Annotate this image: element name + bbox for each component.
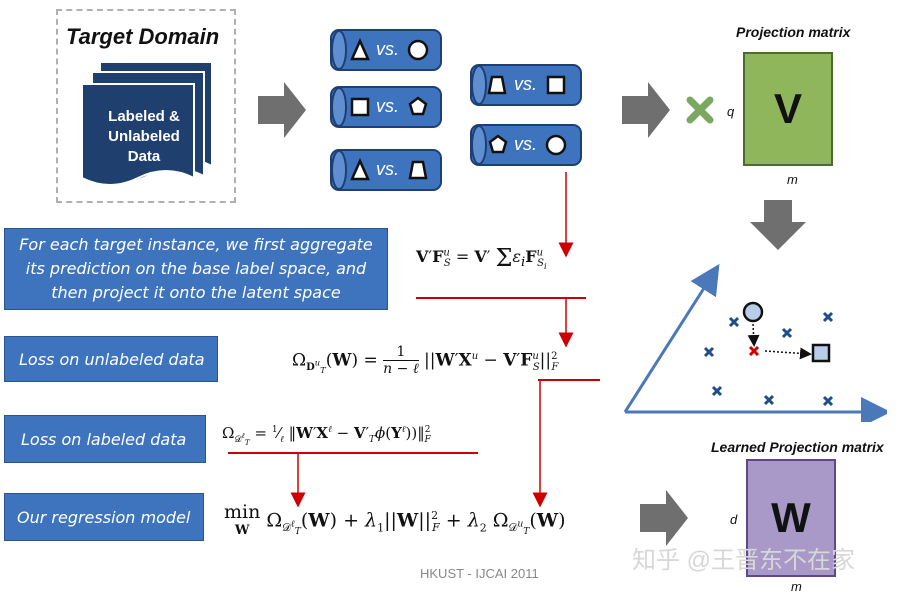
trapezoid-icon — [487, 75, 507, 95]
pair-vs-label: vs. — [376, 39, 400, 59]
document-label-line: Unlabeled — [108, 128, 180, 145]
pentagon-icon — [488, 134, 508, 154]
triangle-icon — [350, 157, 370, 181]
document-label-line: Data — [127, 148, 161, 165]
square-icon — [811, 343, 831, 363]
pentagon-icon — [408, 96, 428, 116]
projection-matrix-title: Projection matrix — [736, 24, 851, 40]
footer-citation: HKUST - IJCAI 2011 — [420, 566, 539, 581]
unlabeled-loss-box: Loss on unlabeled data — [4, 336, 218, 382]
cylinder-shape-icon — [330, 29, 442, 71]
circle-icon — [742, 301, 764, 323]
projection-matrix-block: V — [743, 52, 833, 166]
circle-icon — [545, 134, 567, 156]
pair-classifier-3: vs. — [330, 148, 442, 192]
cylinder-shape-icon — [470, 124, 582, 166]
pair-classifier-5: vs. — [470, 123, 582, 167]
cylinder-shape-icon — [330, 149, 442, 191]
square-icon — [546, 75, 566, 95]
projection-matrix-letter: V — [773, 85, 802, 132]
learned-matrix-block: W — [746, 459, 836, 577]
learned-matrix-title: Learned Projection matrix — [711, 439, 884, 455]
learned-matrix-letter: W — [771, 494, 811, 541]
flow-arrow-icon — [622, 82, 670, 138]
document-label-line: Labeled & — [108, 108, 180, 125]
cylinder-shape-icon — [470, 64, 582, 106]
labeled-loss-formula: Ω𝒟ℓT = 1⁄ℓ ‖W′Xℓ − V′Tϕ(Yℓ))‖2F — [222, 424, 431, 447]
aggregation-formula: V′FuS = V′ ΣεiFuSi — [416, 244, 547, 272]
latent-space-plot — [623, 263, 887, 422]
flow-arrow-icon — [640, 490, 688, 546]
flow-arrow-down-icon — [750, 200, 806, 250]
flow-arrow-icon — [258, 82, 306, 138]
learned-cols-label: m — [791, 579, 802, 594]
regression-model-box: Our regression model — [4, 493, 204, 541]
watermark: 知乎 @王晋东不在家 — [632, 547, 856, 574]
cylinder-shape-icon — [330, 86, 442, 128]
document-label: Labeled & Unlabeled Data — [86, 107, 202, 167]
learned-rows-label: d — [730, 512, 738, 527]
projection-rows-label: q — [727, 104, 735, 119]
pair-vs-label: vs. — [376, 96, 400, 116]
pair-vs-label: vs. — [514, 134, 538, 154]
circle-icon — [407, 39, 429, 61]
projected-instance-cross — [748, 345, 760, 357]
target-domain-title: Target Domain — [66, 24, 220, 49]
projection-cols-label: m — [787, 172, 798, 187]
target-domain-box — [56, 9, 236, 203]
square-icon — [350, 97, 370, 117]
pair-vs-label: vs. — [376, 159, 400, 179]
pair-vs-label: vs. — [514, 74, 538, 94]
pair-classifier-1: vs. — [330, 28, 442, 72]
labeled-loss-box: Loss on labeled data — [4, 415, 206, 463]
multiply-cross-icon — [686, 96, 714, 124]
pair-classifier-4: vs. — [470, 63, 582, 107]
document-stack-icon — [81, 61, 213, 186]
trapezoid-icon — [408, 160, 428, 180]
y-axis — [623, 263, 720, 413]
triangle-icon — [350, 37, 370, 61]
cross-markers — [703, 311, 834, 407]
pair-classifier-2: vs. — [330, 85, 442, 129]
aggregate-description-box: For each target instance, we first aggre… — [4, 228, 388, 310]
